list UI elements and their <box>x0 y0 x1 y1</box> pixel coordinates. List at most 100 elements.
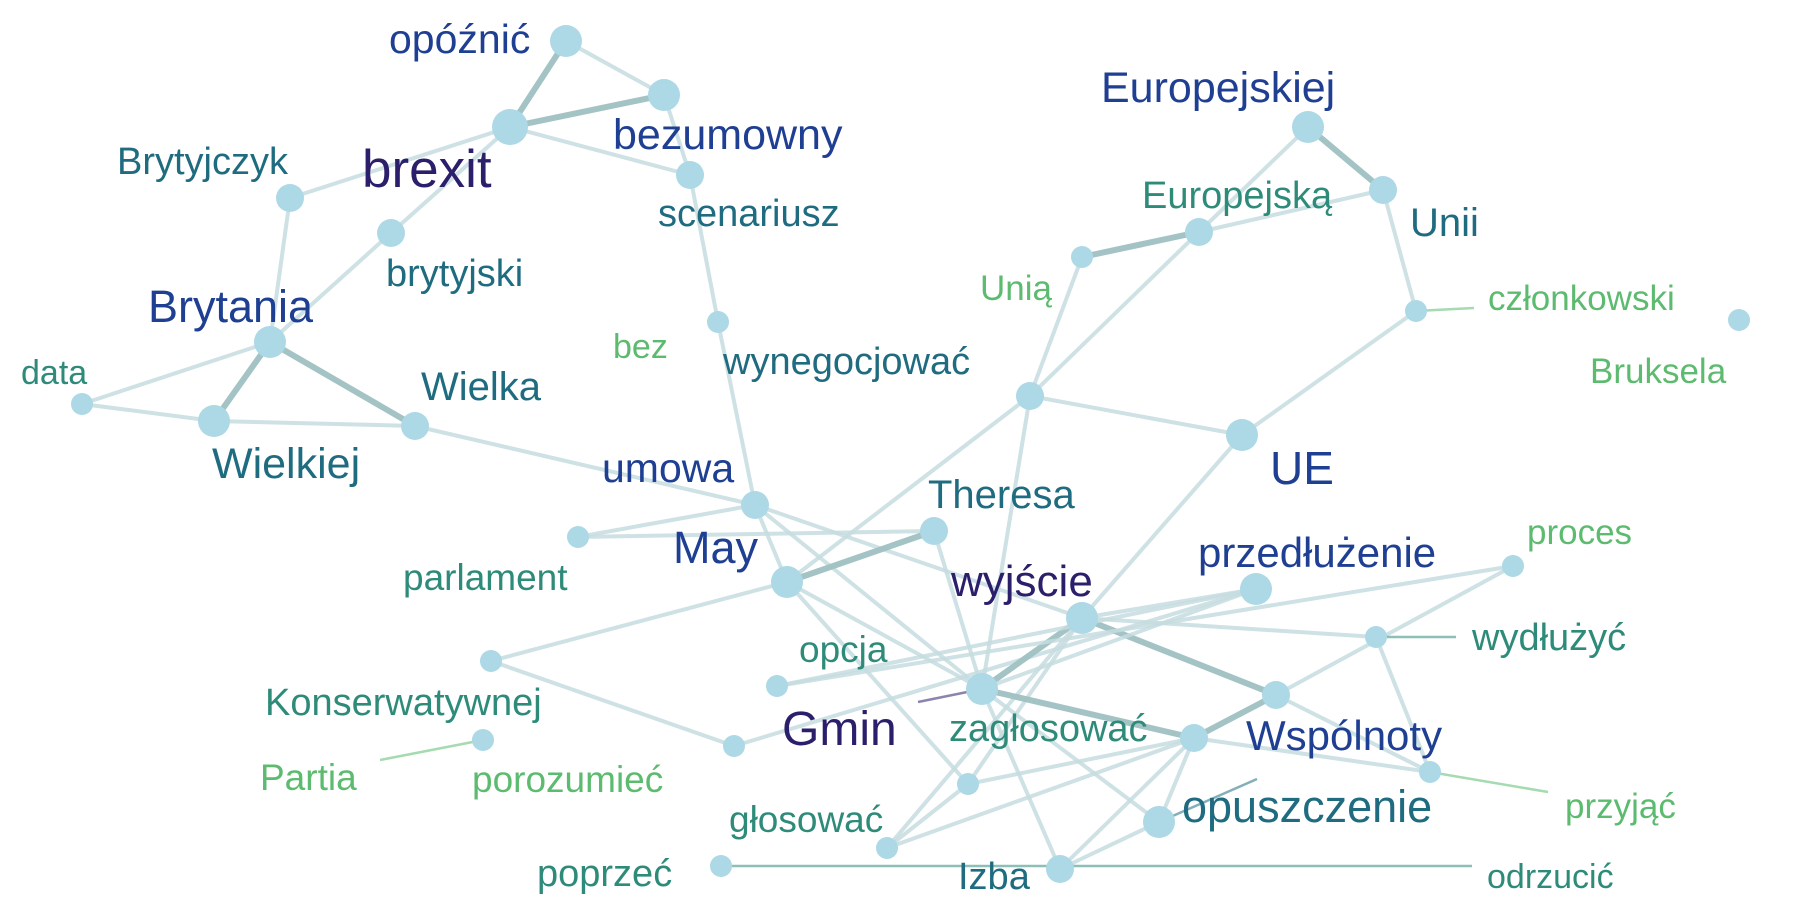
label-unii: Unii <box>1410 201 1479 245</box>
edge-glosowac-zaglosowac <box>966 736 1196 786</box>
label-odrzucic: odrzucić <box>1487 858 1614 896</box>
node-ue <box>1226 419 1258 451</box>
node-konserwatywnej <box>480 650 502 672</box>
edge-wydluzyc-przyjac <box>1374 635 1432 774</box>
edge-europejska-unia <box>1079 229 1202 260</box>
node-opcja <box>766 675 788 697</box>
edge-wielka-umowa <box>413 424 757 507</box>
node-bezumowny <box>648 79 680 111</box>
node-wyjscie <box>1066 602 1098 634</box>
label-data: data <box>21 354 87 392</box>
edge-wynegocjowac-may <box>785 394 1032 584</box>
edge-theresa-may <box>784 528 937 585</box>
leader-partia <box>379 738 484 762</box>
node-partia <box>472 729 494 751</box>
edge-europejskiej-europejska <box>1197 125 1310 234</box>
label-europejskiej: Europejskiej <box>1101 64 1335 112</box>
node-wydluzyc <box>1365 626 1387 648</box>
edge-data-wielkiej <box>80 402 216 423</box>
edge-brexit-bezumowny <box>507 92 667 130</box>
edge-czlonkowski-ue <box>1240 309 1418 437</box>
node-may <box>771 566 803 598</box>
node-bruksela <box>1728 309 1750 331</box>
edge-ue-wyjscie <box>1080 433 1244 620</box>
node-wynegocjowac <box>1016 382 1044 410</box>
node-przedluzenie <box>1240 573 1272 605</box>
label-theresa: Theresa <box>928 473 1075 517</box>
edge-may-glosowac <box>785 580 970 786</box>
edge-europejska-wynegocjowac <box>1028 230 1201 398</box>
label-wynegocjowac: wynegocjować <box>722 341 970 383</box>
edge-gmin-izba <box>980 687 1062 871</box>
label-unia: Unią <box>980 269 1053 308</box>
edge-wspolnoty-proces <box>1274 564 1515 697</box>
node-wspolnoty <box>1262 681 1290 709</box>
label-opcja: opcja <box>799 629 888 670</box>
label-brexit: brexit <box>362 140 492 199</box>
label-izba: Izba <box>958 856 1031 898</box>
edge-glosowac-poprzec <box>885 782 970 850</box>
label-ue: UE <box>1270 442 1334 494</box>
label-wydluzyc: wydłużyć <box>1471 617 1626 659</box>
node-unia <box>1071 246 1093 268</box>
edge-zaglosowac-poprzec <box>885 736 1196 850</box>
node-data <box>71 393 93 415</box>
edge-europejskiej-unii <box>1305 124 1386 193</box>
edges-layer <box>80 38 1515 871</box>
labels-layer: opóźnićbezumownybrexitBrytyjczykscenariu… <box>21 16 1727 898</box>
node-zaglosowac <box>1180 724 1208 752</box>
label-brytania: Brytania <box>148 281 314 332</box>
edge-unii-czlonkowski <box>1381 188 1418 313</box>
label-europejska: Europejską <box>1142 175 1333 217</box>
node-brytyjski <box>377 219 405 247</box>
label-partia: Partia <box>260 757 357 798</box>
node-glosowac <box>957 773 979 795</box>
edge-konserwatywnej-porozumiec <box>489 659 736 748</box>
node-opuszczenie <box>1143 806 1175 838</box>
label-wielka: Wielka <box>421 365 542 409</box>
edge-zaglosowac-przyjac <box>1192 736 1432 774</box>
label-poprzec: poprzeć <box>537 853 672 895</box>
edge-unii-europejska <box>1197 188 1385 234</box>
edge-porozumiec-przedluzenie <box>732 587 1258 748</box>
edge-brytania-wielkiej <box>211 339 273 424</box>
node-poprzec <box>876 837 898 859</box>
edge-zaglosowac-izba <box>1058 736 1196 871</box>
edge-opuszczenie-izba <box>1058 820 1161 871</box>
edge-brexit-brytyjczyk <box>288 125 512 200</box>
node-bez <box>707 311 729 333</box>
node-brytania <box>254 326 286 358</box>
label-bezumowny: bezumowny <box>613 111 843 159</box>
node-europejskiej <box>1292 111 1324 143</box>
node-proces <box>1502 555 1524 577</box>
leader-opuszczenie <box>1158 777 1258 824</box>
edge-opcja-przedluzenie <box>775 587 1258 688</box>
edge-zaglosowac-wspolnoty <box>1191 692 1279 741</box>
label-opuszczenie: opuszczenie <box>1182 781 1432 832</box>
edge-theresa-gmin <box>932 529 984 691</box>
node-parlament <box>567 526 589 548</box>
edge-przedluzenie-gmin <box>980 587 1258 691</box>
node-porozumiec <box>723 735 745 757</box>
node-brytyjczyk <box>276 184 304 212</box>
node-europejska <box>1185 218 1213 246</box>
nodes-layer <box>71 25 1750 883</box>
node-opoznic <box>550 25 582 57</box>
node-wielka <box>401 412 429 440</box>
label-zaglosowac: zagłosować <box>949 708 1148 750</box>
node-czlonkowski <box>1405 300 1427 322</box>
edge-wyjscie-poprzec <box>885 616 1084 850</box>
edge-umowa-parlament <box>576 503 757 539</box>
node-izba <box>1046 855 1074 883</box>
edge-brexit-brytyjski <box>389 125 512 235</box>
label-parlament: parlament <box>403 557 568 598</box>
label-glosowac: głosować <box>729 799 883 840</box>
edge-brytyjski-brytania <box>268 231 393 344</box>
label-przyjac: przyjąć <box>1565 787 1676 826</box>
label-may: May <box>673 522 759 573</box>
label-gmin: Gmin <box>782 703 897 756</box>
node-gmin <box>966 673 998 705</box>
label-scenariusz: scenariusz <box>658 193 840 235</box>
label-bez: bez <box>613 328 668 366</box>
